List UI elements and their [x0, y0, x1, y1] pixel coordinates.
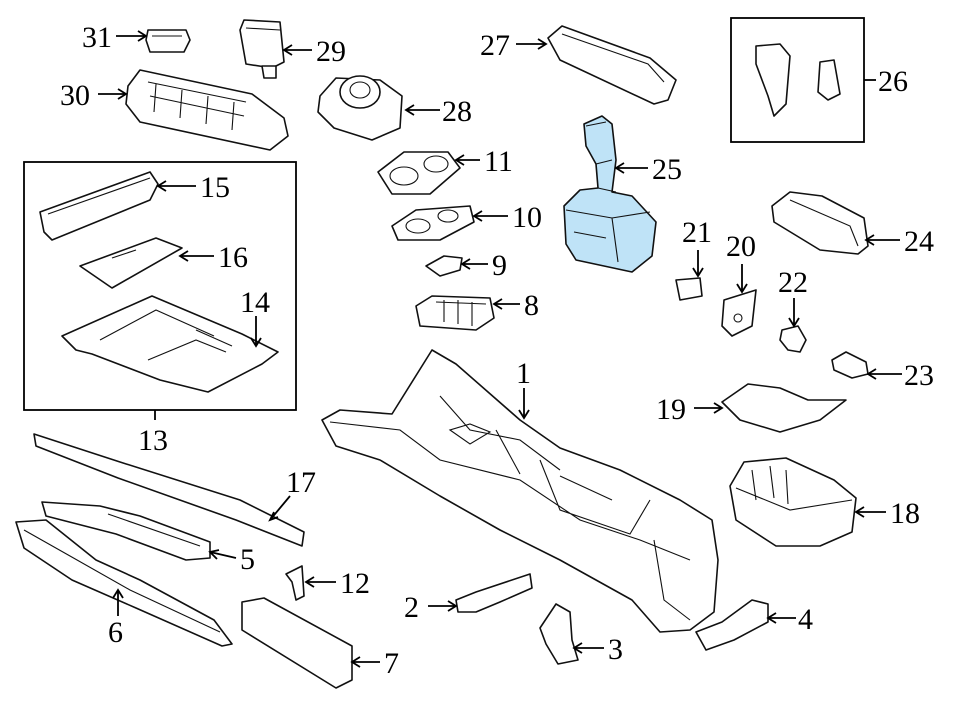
- callout-3: 3: [608, 633, 623, 666]
- part-11: [377, 151, 461, 195]
- callout-19: 19: [656, 393, 686, 426]
- part-23: [831, 351, 869, 379]
- callout-15: 15: [200, 171, 230, 204]
- part-28: [317, 75, 403, 141]
- inset-box-13: [23, 161, 297, 411]
- callout-7: 7: [384, 647, 399, 680]
- part-4: [695, 599, 769, 651]
- part-30: [125, 69, 289, 151]
- part-5: [41, 501, 211, 561]
- callout-10: 10: [512, 201, 542, 234]
- part-6: [15, 519, 233, 647]
- callout-26: 26: [878, 65, 908, 98]
- part-19: [721, 383, 847, 433]
- part-24: [771, 191, 869, 255]
- callout-20: 20: [726, 230, 756, 263]
- inset-box-26: [730, 17, 865, 143]
- callout-16: 16: [218, 241, 248, 274]
- callout-14: 14: [240, 286, 270, 319]
- part-29: [239, 19, 285, 79]
- part-2: [455, 573, 533, 613]
- part-18: [729, 457, 857, 547]
- part-16: [79, 237, 183, 289]
- part-1: [321, 349, 719, 633]
- part-3: [539, 603, 579, 665]
- callout-29: 29: [316, 35, 346, 68]
- leader-arrows: [98, 30, 902, 668]
- part-26: [755, 43, 841, 117]
- callout-1: 1: [516, 357, 531, 390]
- part-14: [61, 295, 279, 393]
- part-9: [425, 255, 463, 277]
- callout-23: 23: [904, 359, 934, 392]
- callout-25: 25: [652, 153, 682, 186]
- part-27: [547, 25, 677, 105]
- callout-24: 24: [904, 225, 934, 258]
- callout-11: 11: [484, 145, 513, 178]
- part-17: [33, 433, 305, 547]
- callout-12: 12: [340, 567, 370, 600]
- callout-22: 22: [778, 266, 808, 299]
- part-22: [779, 325, 807, 353]
- part-31: [145, 29, 191, 53]
- callout-13: 13: [138, 424, 168, 457]
- callout-9: 9: [492, 249, 507, 282]
- callout-18: 18: [890, 497, 920, 530]
- callout-31: 31: [82, 21, 112, 54]
- callout-30: 30: [60, 79, 90, 112]
- callout-28: 28: [442, 95, 472, 128]
- part-12: [285, 565, 305, 601]
- callout-27: 27: [480, 29, 510, 62]
- part-21: [675, 277, 703, 301]
- part-7: [241, 597, 353, 689]
- part-15: [39, 171, 159, 241]
- part-8: [415, 295, 495, 331]
- callout-8: 8: [524, 289, 539, 322]
- callout-4: 4: [798, 603, 813, 636]
- callout-17: 17: [286, 466, 316, 499]
- callout-21: 21: [682, 216, 712, 249]
- part-20: [721, 289, 757, 337]
- callout-2: 2: [404, 591, 419, 624]
- callout-6: 6: [108, 616, 123, 649]
- part-25-highlighted: [563, 115, 657, 273]
- callout-5: 5: [240, 543, 255, 576]
- part-10: [391, 205, 475, 241]
